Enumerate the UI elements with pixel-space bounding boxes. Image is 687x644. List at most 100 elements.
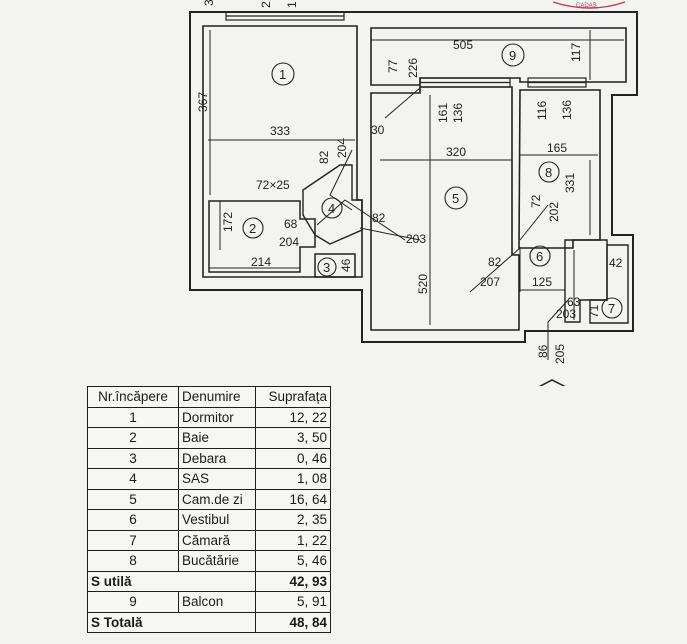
row-name: Cam.de zi <box>178 488 256 510</box>
row-area: 1, 08 <box>255 468 331 490</box>
row-nr: 1 <box>87 406 179 428</box>
row-name: Bucătărie <box>178 550 256 572</box>
room-number-8: 8 <box>545 165 552 180</box>
table-row: 8 Bucătărie 5, 46 <box>87 550 331 572</box>
cadastre-stamp: CADAS <box>552 1 626 9</box>
row-area: 3, 50 <box>255 427 331 449</box>
entry-arrow-icon <box>538 379 566 386</box>
dim-entry-a: 86 <box>536 344 550 358</box>
dim-r8-door-a: 72 <box>529 194 543 208</box>
dim-r7-a: 42 <box>609 256 623 270</box>
dim-r1-height: 367 <box>196 92 210 112</box>
room-number-2: 2 <box>249 221 256 236</box>
row-name: Baie <box>178 427 256 449</box>
row-nr: 5 <box>87 488 179 510</box>
row-area: 5, 46 <box>255 550 331 572</box>
subtotal-value: 42, 93 <box>255 570 331 592</box>
room-number-3: 3 <box>323 260 330 275</box>
dim-r5-door-a: 82 <box>372 211 386 225</box>
row-area: 1, 22 <box>255 529 331 551</box>
floor-plan: CADAS <box>189 0 638 386</box>
room-labels <box>242 43 623 319</box>
table-row: 6 Vestibul 2, 35 <box>87 509 331 531</box>
table-row: 7 Cămară 1, 22 <box>87 529 331 551</box>
dim-r9-door-a: 77 <box>386 59 400 73</box>
dim-r5-wall: 30 <box>371 123 385 137</box>
row-area: 5, 91 <box>255 591 331 613</box>
dim-r4-c: 204 <box>279 235 299 249</box>
subtotal-label: S utilă <box>87 570 256 592</box>
dim-r8-height: 331 <box>563 173 577 193</box>
dim-r7-d: 71 <box>587 304 601 318</box>
table-row: 4 SAS 1, 08 <box>87 468 331 490</box>
row-nr: 2 <box>87 427 179 449</box>
dim-window2-a: 116 <box>535 101 549 120</box>
row-area: 2, 35 <box>255 509 331 531</box>
row-area: 12, 22 <box>255 406 331 428</box>
dim-window1-b: 136 <box>451 103 465 123</box>
dim-r8-door-b: 202 <box>547 202 561 222</box>
dim-r6-width: 125 <box>532 275 552 289</box>
dim-r9-width: 505 <box>453 38 473 52</box>
room-number-5: 5 <box>452 191 459 206</box>
dim-r8-width: 165 <box>547 141 567 155</box>
dim-r5-width: 320 <box>446 145 466 159</box>
row-nr: 6 <box>87 509 179 531</box>
row-nr: 4 <box>87 468 179 490</box>
dim-r6-door-b: 207 <box>480 275 500 289</box>
dim-r6-door-a: 82 <box>488 255 502 269</box>
row-nr: 3 <box>87 447 179 469</box>
room-number-4: 4 <box>328 201 335 216</box>
room-number-7: 7 <box>608 301 615 316</box>
row-name: Debara <box>178 447 256 469</box>
stamp-text: CADAS <box>576 3 597 9</box>
dim-r2-width: 214 <box>251 255 271 269</box>
header-name: Denumire <box>178 386 256 408</box>
room-number-6: 6 <box>536 249 543 264</box>
dim-r5-height: 520 <box>416 274 430 294</box>
area-table: Nr.încăpere Denumire Suprafața 1 Dormito… <box>87 386 331 633</box>
table-row: 2 Baie 3, 50 <box>87 427 331 449</box>
dim-r1-door-a: 82 <box>317 150 331 164</box>
row-nr: 7 <box>87 529 179 551</box>
table-row: 5 Cam.de zi 16, 64 <box>87 488 331 510</box>
row-name: Balcon <box>178 591 256 613</box>
room-number-1: 1 <box>279 67 286 82</box>
dim-r5-door-b: 203 <box>406 232 426 246</box>
table-row: 1 Dormitor 12, 22 <box>87 406 331 428</box>
dim-r9-depth: 117 <box>569 43 583 62</box>
windows <box>225 11 587 88</box>
table-row: 9 Balcon 5, 91 <box>87 591 331 613</box>
dim-window1-a: 161 <box>436 103 450 123</box>
dim-r4-a: 72×25 <box>256 178 290 192</box>
dim-top-left-c: 1 <box>285 1 299 8</box>
table-header-row: Nr.încăpere Denumire Suprafața <box>87 386 331 408</box>
dim-r7-c: 203 <box>556 307 576 321</box>
dim-r9-door-b: 226 <box>406 58 420 78</box>
header-room-number: Nr.încăpere <box>87 386 179 408</box>
row-name: Cămară <box>178 529 256 551</box>
subtotal-row: S utilă 42, 93 <box>87 570 331 592</box>
table-row: 3 Debara 0, 46 <box>87 447 331 469</box>
dim-r1-door-b: 204 <box>335 138 349 158</box>
header-area: Suprafața <box>255 386 331 408</box>
row-area: 0, 46 <box>255 447 331 469</box>
dim-r2-height: 172 <box>221 212 235 232</box>
dim-entry-b: 205 <box>553 344 567 364</box>
total-row: S Totală 48, 84 <box>87 611 331 633</box>
row-area: 16, 64 <box>255 488 331 510</box>
row-name: Vestibul <box>178 509 256 531</box>
dim-r1-width: 333 <box>270 124 290 138</box>
row-nr: 8 <box>87 550 179 572</box>
total-value: 48, 84 <box>255 611 331 633</box>
dim-top-left-a: 36 <box>202 0 216 6</box>
room-number-9: 9 <box>509 48 516 63</box>
outer-walls <box>189 11 638 343</box>
row-name: SAS <box>178 468 256 490</box>
dim-r7-b: 63 <box>567 295 581 309</box>
dimension-texts: 36 2 1 367 333 82 204 172 214 72×25 68 2… <box>196 0 623 364</box>
room-numbers: 1 2 3 4 5 6 7 8 9 <box>249 48 615 316</box>
dim-r4-b: 68 <box>284 217 298 231</box>
dim-top-left-b: 2 <box>259 1 273 8</box>
dimension-lines <box>208 30 624 360</box>
